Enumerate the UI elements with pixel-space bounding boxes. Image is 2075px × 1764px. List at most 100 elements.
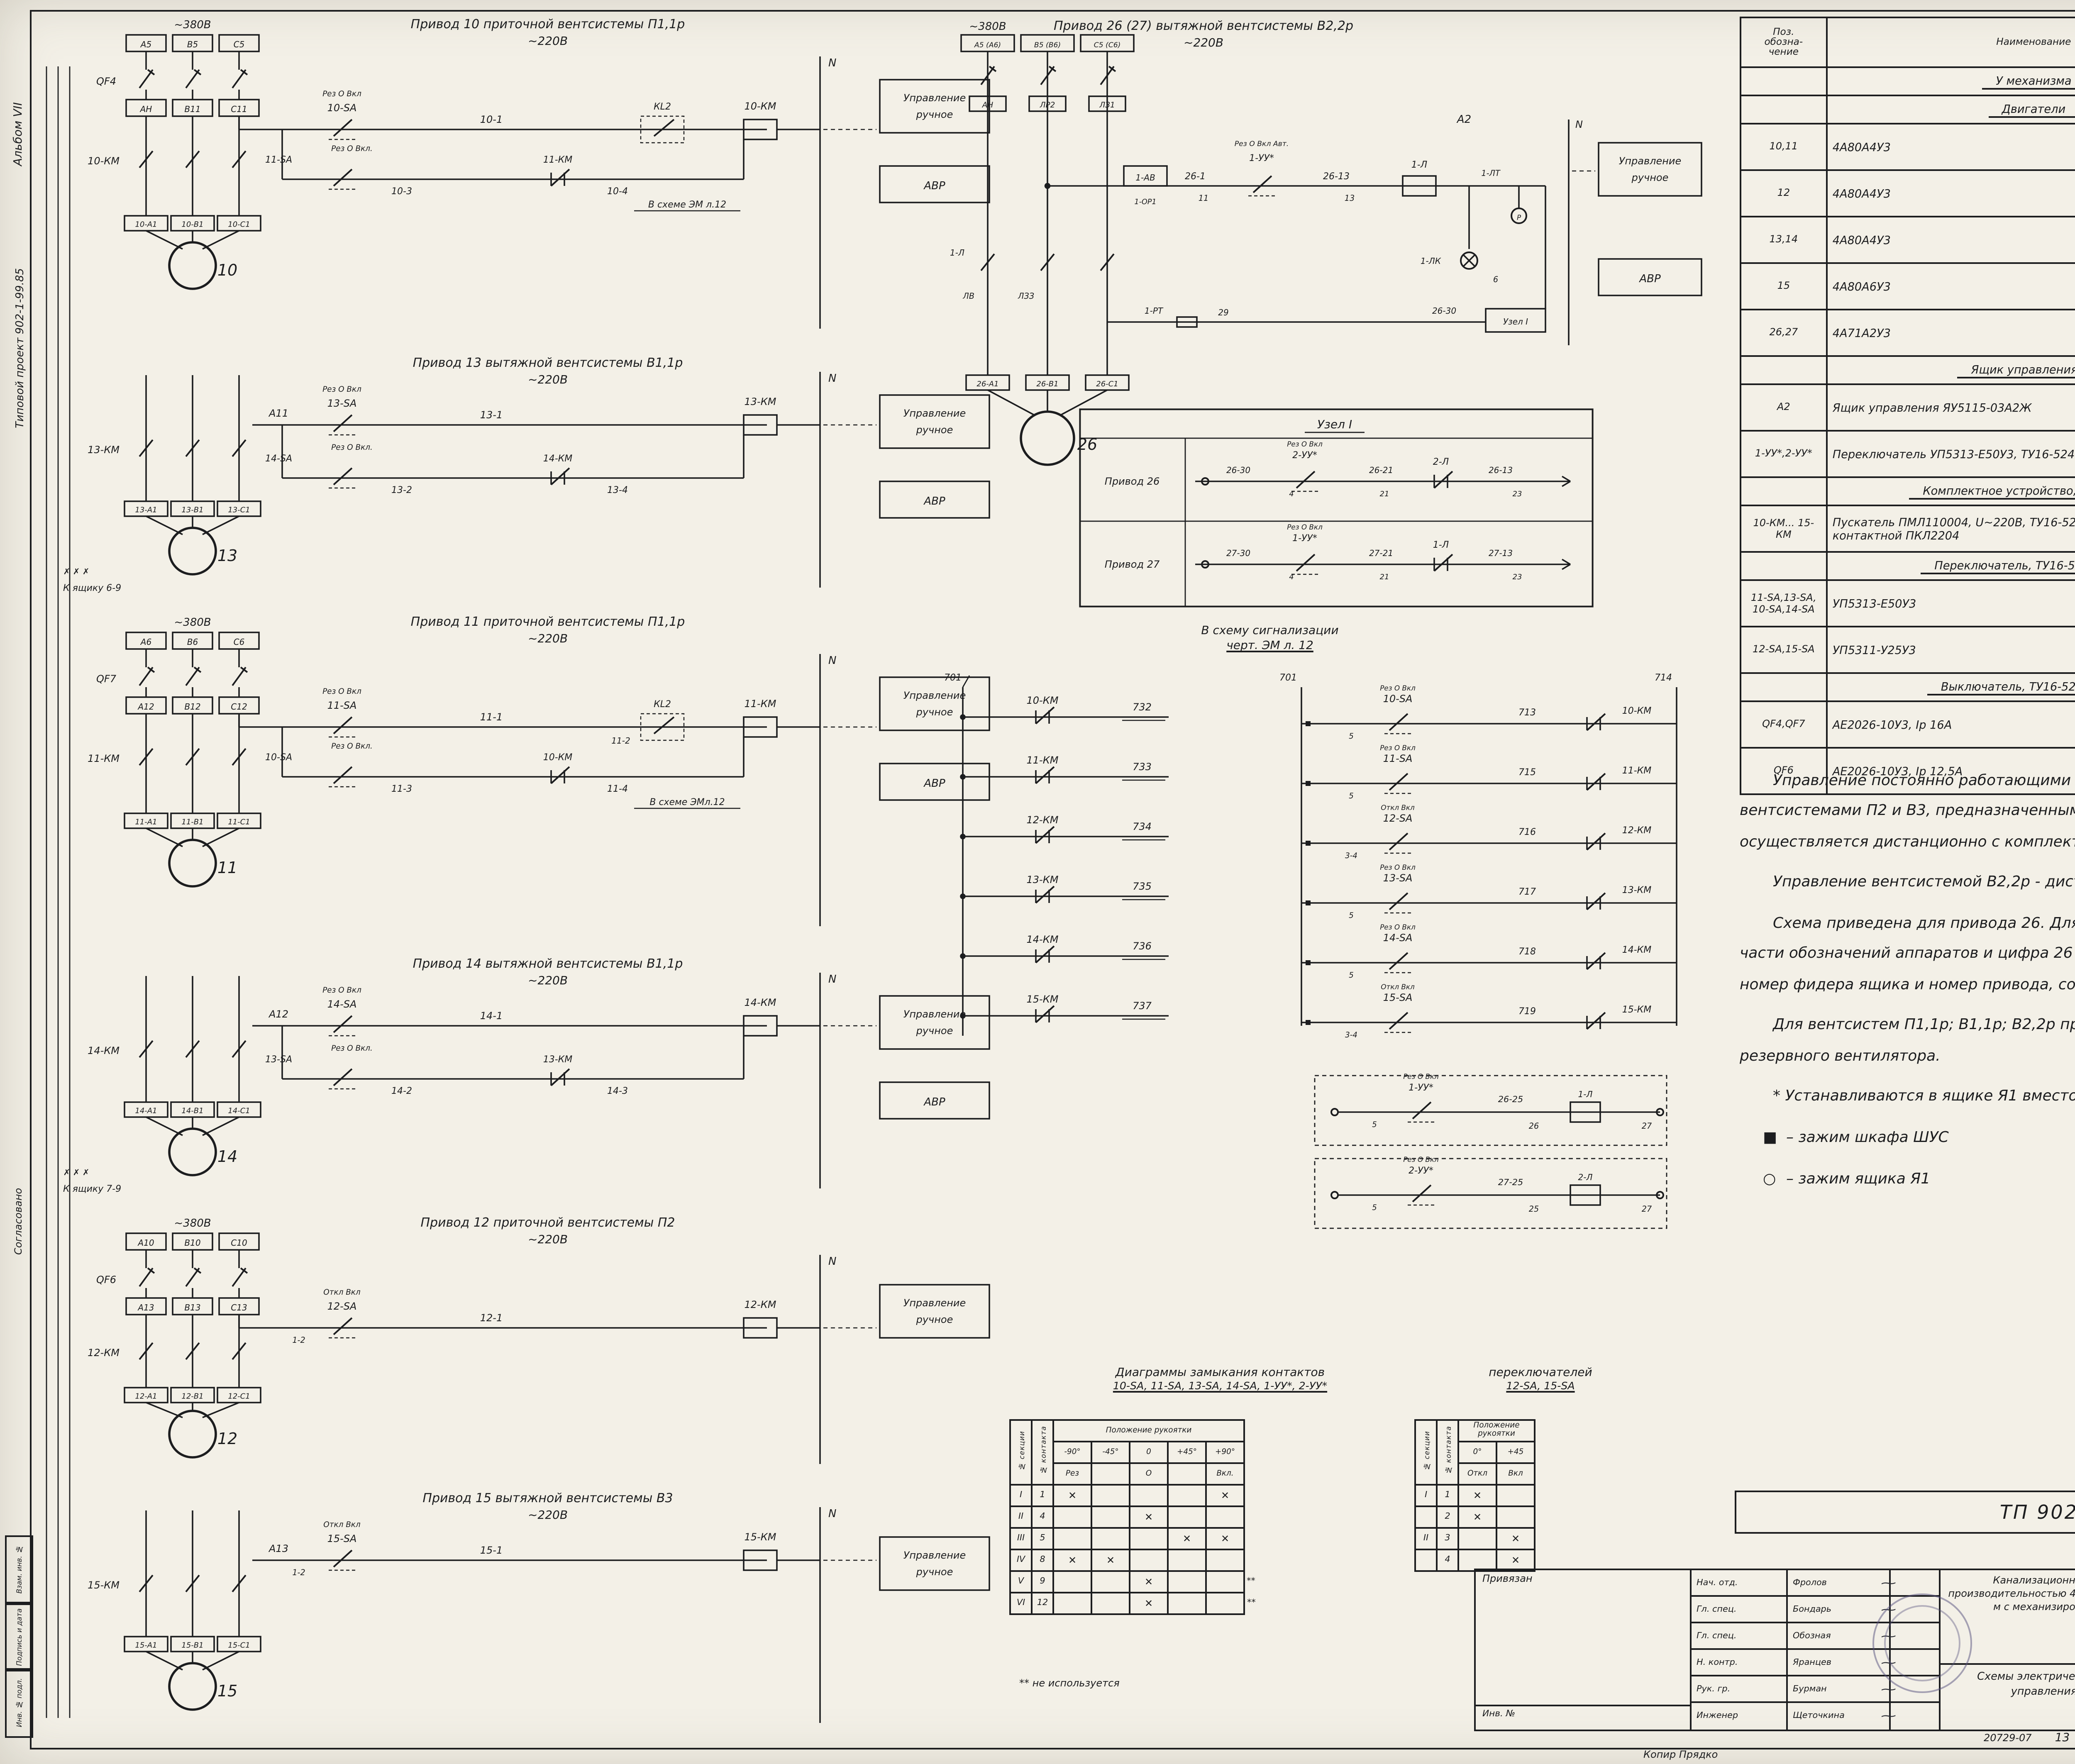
sa-positions: Откл Вкл <box>1381 983 1415 991</box>
phase-label: С10 <box>231 1238 247 1248</box>
wire-number: 14-1 <box>480 1010 503 1022</box>
sa-positions: Рез О Вкл. <box>331 742 373 751</box>
breaker-label: QF4 <box>96 76 116 87</box>
supply-voltage: ~380В <box>174 1217 211 1230</box>
margin-cell-label: Подпись и дата <box>15 1608 23 1666</box>
bus-number: 701 <box>1279 673 1297 683</box>
relay-label: КL2 <box>654 102 671 112</box>
signer-name: Фролов <box>1788 1570 1891 1595</box>
coil-label: 2-Л <box>1578 1172 1593 1182</box>
album-label: Альбом VII <box>12 102 25 166</box>
spec-cell: АЕ2026-10У3, Iр 12,5А <box>1826 747 2075 795</box>
shape <box>1201 477 1209 486</box>
drive-voltage: ~220В <box>1184 36 1223 49</box>
aux-km-label: 14-КМ <box>543 454 573 464</box>
pin-number: 23 <box>1513 573 1522 581</box>
drive-13-block: Привод 13 вытяжной вентсистемы В1,1р~220… <box>50 352 1009 601</box>
control-box-label: Управление <box>903 92 966 104</box>
pin-number: 3-4 <box>1345 852 1357 860</box>
motor-circle <box>168 1127 217 1176</box>
signer-name: Щеточкина <box>1788 1703 1891 1730</box>
drive-11-schematic: Привод 11 приточной вентсистемы П1,1р~22… <box>88 615 990 926</box>
diagram-title-1: Диаграммы замыкания контактов 10-SA, 11-… <box>963 1366 1477 1395</box>
shape <box>969 95 1007 112</box>
neutral-label: N <box>828 57 836 69</box>
pin-number: 6 <box>1493 275 1498 284</box>
wire-number: 11-4 <box>607 784 628 794</box>
diagram-cell: ✕ <box>1091 1549 1130 1572</box>
terminal-label: 11-С1 <box>228 817 250 826</box>
breaker-label: QF6 <box>96 1274 116 1286</box>
diagram-cell: № контакта <box>1436 1419 1459 1486</box>
spec-cell: А2 <box>1740 383 1828 432</box>
diagram-cell: ✕ <box>1205 1527 1245 1550</box>
wire-number: 11-3 <box>391 784 412 794</box>
signer-row: Нач. отд.Фролов~ <box>1692 1570 1939 1597</box>
breaker-label: 1-АВ <box>1135 173 1155 183</box>
diagram-cell: IV <box>1009 1549 1033 1572</box>
spec-cell <box>1740 355 1828 385</box>
bus-label: А12 <box>137 702 154 712</box>
aux-sa-label: 14-SA <box>265 454 292 464</box>
diagram-cell <box>1167 1462 1207 1486</box>
thermal-label: 1-РТ <box>1145 306 1164 316</box>
bus-number: 701 <box>944 673 962 683</box>
control-box-label: Управление <box>1619 155 1682 167</box>
lamp-label: 1-ЛК <box>1421 256 1441 266</box>
sa-positions: Рез О Вкл. <box>331 443 373 452</box>
cross-marks: ✗ ✗ ✗ <box>63 1167 90 1177</box>
phase-label: А10 <box>137 1238 154 1248</box>
pin-number: 11 <box>1199 193 1208 203</box>
wire-number: 27-21 <box>1369 548 1393 558</box>
pin-number: 26 <box>1529 1121 1539 1131</box>
drive-26-circuit: Привод 26 (27) вытяжной вентсистемы В2,2… <box>938 13 1710 511</box>
pin-number: 13 <box>1345 193 1355 203</box>
phase-label: С6 <box>234 637 245 647</box>
diagram-cell <box>1205 1570 1245 1593</box>
spec-row: 124А80А4У310,37кВт, 380В, 1,26А, 1000об/… <box>1740 169 2075 217</box>
diagram-cell: V <box>1009 1570 1033 1593</box>
km-coil-label: 10-КМ <box>1622 706 1652 716</box>
avr-box-label: АВР <box>923 1096 945 1108</box>
sa-label: 14-SA <box>327 998 357 1010</box>
spec-section-row: Ящик управления Я1 <box>1740 355 2075 385</box>
wire-number: 734 <box>1133 821 1152 832</box>
diagram-cell <box>1091 1592 1130 1615</box>
diagram-cell: ** <box>1247 1577 1255 1587</box>
uzel-drive-label: Привод 26 <box>1105 476 1160 487</box>
control-mode-box <box>879 1536 990 1591</box>
wire-number: 14-3 <box>607 1086 628 1096</box>
diagram-cell: ✕ <box>1205 1484 1245 1507</box>
km-coil-label: 13-КМ <box>1622 885 1652 895</box>
drive-voltage: ~220В <box>528 973 568 987</box>
terminal-label: 15-А1 <box>135 1641 157 1649</box>
diagram-cell <box>1129 1484 1169 1507</box>
bus-label: А13 <box>137 1303 154 1313</box>
pin-number: 1-2 <box>292 1335 305 1345</box>
pin-number: 5 <box>1349 971 1354 980</box>
feeder-risers <box>37 66 80 1726</box>
motor-number: 14 <box>217 1147 237 1166</box>
agreed-label: Согласовано <box>13 1188 25 1255</box>
wire-number: 10-3 <box>391 186 412 197</box>
wire-number: 736 <box>1133 940 1152 952</box>
coil-label: 1-Л <box>1578 1089 1593 1099</box>
diagram-cell <box>1091 1505 1130 1529</box>
wire-number: 10-4 <box>607 186 628 197</box>
wire-number: 11-1 <box>480 711 503 723</box>
diagram-cell: -45° <box>1091 1441 1130 1464</box>
spec-cell: 4А71А2У3 <box>1826 309 2075 357</box>
diagram-cell: 8 <box>1031 1549 1054 1572</box>
diagram-cell: ✕ <box>1457 1505 1497 1529</box>
phase-label: В5 (В6) <box>1034 41 1061 49</box>
drive-voltage: ~220В <box>528 373 568 386</box>
box-terminal <box>1656 1108 1664 1116</box>
sa-positions: Рез О Вкл <box>1380 863 1416 871</box>
shape <box>960 953 966 959</box>
shape <box>960 774 966 780</box>
avr-box <box>879 763 990 801</box>
